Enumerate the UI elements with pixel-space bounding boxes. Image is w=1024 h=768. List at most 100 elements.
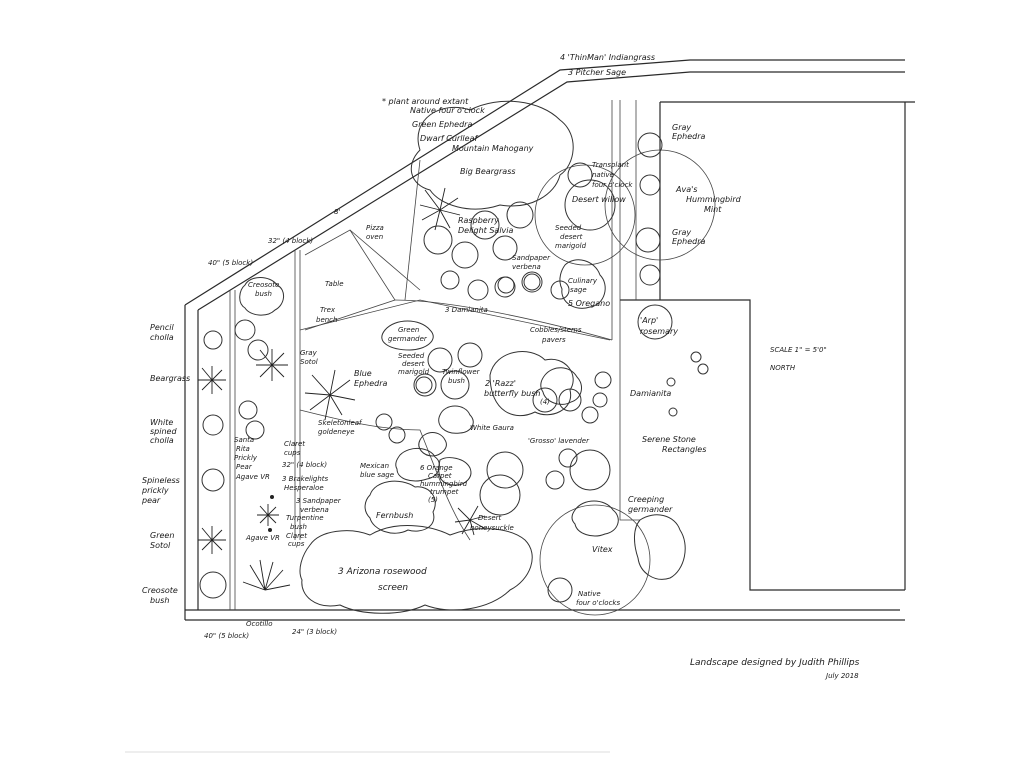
label-arizona-1: 3 Arizona rosewood — [338, 567, 427, 577]
label-claret-1: Claret — [284, 440, 305, 448]
label-claret-3: Claret — [286, 532, 307, 540]
label-fernbush: Fernbush — [376, 511, 413, 520]
label-spineless-2: prickly — [141, 486, 169, 495]
label-cobbles: Cobbles/stems — [530, 326, 582, 334]
label-serene-2: Rectangles — [662, 445, 706, 454]
label-ocotillo: Ocotillo — [246, 620, 273, 628]
label-brakelights-1: 3 Brakelights — [282, 475, 329, 483]
label-gray-ephedra-1: Gray — [672, 123, 691, 132]
label-turpentine-1: Turpentine — [286, 514, 324, 522]
label-razz-1: 2 'Razz' — [485, 379, 516, 388]
label-damianita: Damianita — [630, 389, 671, 398]
label-gray-ephedra-2: Ephedra — [672, 132, 705, 141]
label-mexican-2: blue sage — [360, 471, 394, 479]
label-green-germander-1: Green — [398, 326, 419, 334]
property-walls — [184, 59, 915, 621]
label-pizza-1: Pizza — [366, 224, 384, 232]
label-santa-rita-2: Rita — [236, 445, 250, 453]
label-thinman-indiangrass: 4 'ThinMan' Indiangrass — [560, 53, 655, 62]
label-pavers: pavers — [541, 336, 566, 344]
designer-credit: Landscape designed by Judith Phillips Ju… — [690, 658, 860, 680]
label-delight-salvia: Delight Salvia — [458, 226, 514, 235]
label-dim-32: 32" (4 block) — [268, 237, 313, 245]
label-culinary-1: Culinary — [568, 277, 598, 285]
label-desert-honey-1: Desert — [478, 514, 502, 522]
label-orange-1: 6 Orange — [420, 464, 453, 472]
label-avas-3: Mint — [704, 205, 722, 214]
label-twinflower-2: bush — [448, 377, 465, 385]
label-table: Table — [325, 280, 344, 288]
credit-date: July 2018 — [824, 672, 859, 680]
label-seeded-1: Seeded — [555, 224, 582, 232]
label-pizza-2: oven — [366, 233, 383, 241]
label-spineless-1: Spineless — [142, 476, 180, 485]
label-creeping-2: germander — [628, 505, 673, 514]
label-creosote-1: Creosote — [248, 281, 279, 289]
label-seeded-3: marigold — [555, 242, 587, 250]
label-transplant: Transplant — [592, 161, 629, 169]
label-trex-1: Trex — [320, 306, 336, 314]
label-big-beargrass: Big Beargrass — [460, 167, 516, 176]
label-claret-4: cups — [288, 540, 305, 548]
label-pencil-1: Pencil — [150, 323, 174, 332]
label-dwarf-curlleaf: Dwarf Curlleaf — [420, 134, 478, 143]
label-brakelights-2: Hesperaloe — [284, 484, 324, 492]
label-dim-40-bot: 40" (5 block) — [204, 632, 249, 640]
label-creeping-1: Creeping — [628, 495, 664, 504]
label-twinflower-1: Twinflower — [442, 368, 481, 376]
label-creosote-bot-1: Creosote — [142, 586, 178, 595]
label-gray-ephedra-3: Gray — [672, 228, 691, 237]
label-gray-sotol-2: Sotol — [300, 358, 318, 366]
label-santa-rita-3: Prickly — [234, 454, 258, 462]
label-avas-2: Hummingbird — [686, 195, 742, 204]
label-scale: SCALE 1" = 5'0" — [770, 346, 827, 354]
label-oregano: 5 Oregano — [568, 299, 610, 308]
label-green-germander-2: germander — [388, 335, 428, 343]
label-mexican-1: Mexican — [360, 462, 389, 470]
label-agave-vr-2: Agave VR — [245, 534, 280, 542]
label-orange-2: Carpet — [428, 472, 452, 480]
label-sandpaper-bottom-2: verbena — [300, 506, 329, 514]
label-dim-8: 8' — [334, 208, 340, 216]
label-seeded-2: desert — [560, 233, 583, 241]
label-skeleton-1: Skeletonleaf — [318, 419, 363, 427]
label-vitex: Vitex — [592, 545, 613, 554]
label-native-bottom-1: Native — [578, 590, 601, 598]
label-beargrass: Beargrass — [150, 374, 190, 383]
label-desert-willow: Desert willow — [572, 195, 626, 204]
label-sandpaper-bottom-1: 3 Sandpaper — [296, 497, 342, 505]
label-culinary-2: sage — [570, 286, 587, 294]
label-green-ephedra: Green Ephedra — [412, 120, 472, 129]
label-dim-40-top: 40" (5 block) — [208, 259, 253, 267]
label-count-4: (4) — [540, 398, 550, 406]
label-avas-1: Ava's — [675, 185, 697, 194]
label-white-spined-2: spined — [150, 427, 177, 436]
label-sandpaper-verbena-1: Sandpaper — [512, 254, 551, 262]
label-seeded-desert-1: Seeded — [398, 352, 425, 360]
label-orange-3: hummingbird — [420, 480, 468, 488]
label-arp-1: 'Arp' — [640, 316, 658, 325]
label-arp-2: rosemary — [640, 327, 678, 336]
label-gray-sotol-1: Gray — [300, 349, 318, 357]
credit-line: Landscape designed by Judith Phillips — [690, 658, 860, 668]
label-arizona-2: screen — [378, 583, 408, 593]
label-claret-2: cups — [284, 449, 301, 457]
label-spineless-3: pear — [141, 496, 161, 505]
label-mountain-mahogany: Mountain Mahogany — [452, 144, 534, 153]
label-agave-vr: Agave VR — [235, 473, 270, 481]
label-santa-rita-1: Santa — [234, 436, 254, 444]
label-transplant-native: native — [592, 171, 614, 179]
label-pencil-2: cholla — [150, 333, 174, 342]
label-turpentine-2: bush — [290, 523, 307, 531]
label-damianita-top: 3 Damianita — [445, 306, 488, 314]
label-sandpaper-verbena-2: verbena — [512, 263, 541, 271]
label-desert-honey-2: honeysuckle — [470, 524, 514, 532]
label-pitcher-sage: 3 Pitcher Sage — [568, 68, 626, 77]
label-dim-24: 24" (3 block) — [292, 628, 337, 636]
label-native-four-oclock: Native four o'clock — [410, 106, 485, 115]
label-transplant-four-oclock: four o'clock — [592, 181, 633, 189]
label-serene-1: Serene Stone — [642, 435, 696, 444]
label-blue-ephedra-2: Ephedra — [354, 379, 387, 388]
label-grosso: 'Grosso' lavender — [528, 437, 590, 445]
